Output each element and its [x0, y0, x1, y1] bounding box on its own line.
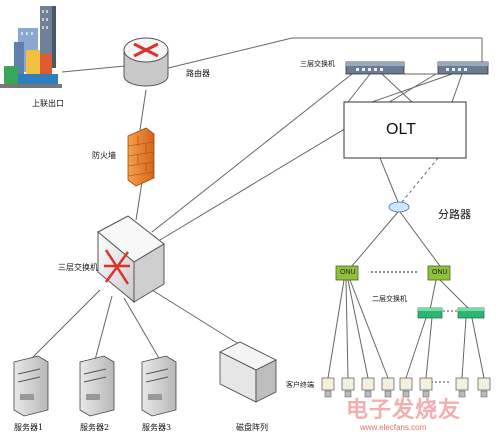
server1-label: 服务器1 — [14, 423, 44, 432]
firewall-icon — [127, 127, 155, 187]
olt-label: OLT — [386, 121, 416, 138]
link-router-firewall — [139, 89, 147, 131]
buildings-icon — [0, 6, 62, 88]
link-core-server1 — [29, 289, 101, 361]
l2-switch-left-icon — [417, 307, 443, 319]
firewall-label: 防火墙 — [92, 151, 116, 160]
server2-label: 服务器2 — [80, 423, 110, 432]
splitter-label: 分路器 — [438, 208, 471, 221]
computer-icon — [321, 377, 335, 391]
computer-icon — [361, 377, 375, 391]
l3-switch-label: 三层交换机 — [300, 60, 335, 68]
watermark-logo: 电子发烧友 — [346, 398, 462, 423]
uplink-label: 上联出口 — [32, 99, 64, 108]
computer-stands — [324, 390, 488, 398]
router-label: 路由器 — [186, 69, 210, 78]
computer-icon — [477, 377, 491, 391]
l2-switch-right-icon — [457, 307, 485, 319]
l3-switch-right-icon — [437, 61, 489, 75]
splitter-icon — [388, 201, 410, 213]
disk-array-label: 磁盘阵列 — [236, 423, 268, 432]
computer-icon — [381, 377, 395, 391]
core-switch-icon — [97, 215, 165, 304]
link-uplink-router — [61, 65, 126, 73]
computer-icon — [341, 377, 355, 391]
l2-switch-label: 二层交换机 — [372, 295, 407, 303]
server3-icon — [141, 355, 177, 417]
link-core-l3left — [151, 73, 353, 233]
watermark-url: www.elecfans.com — [360, 423, 427, 432]
onu-left-label: ONU — [340, 269, 356, 276]
router-icon — [123, 37, 169, 87]
link-firewall-core — [135, 181, 143, 221]
l3-switch-left-icon — [345, 61, 405, 75]
olt-box — [343, 101, 467, 159]
link-router-l3-top — [159, 37, 293, 71]
server1-icon — [13, 355, 49, 417]
onu-left-box — [335, 265, 359, 281]
computer-icon — [455, 377, 469, 391]
computer-icon — [419, 377, 433, 391]
core-switch-label: 三层交换机 — [58, 263, 98, 272]
server2-icon — [79, 355, 115, 417]
onu-right-label: ONU — [432, 269, 448, 276]
onu-right-box — [427, 265, 451, 281]
client-terminals — [321, 377, 491, 391]
connection-lines — [29, 37, 485, 379]
computer-icon — [399, 377, 413, 391]
client-terminal-label: 客户终端 — [286, 381, 314, 389]
dot-separators — [371, 271, 457, 383]
disk-array-icon — [219, 341, 277, 403]
server3-label: 服务器3 — [142, 423, 172, 432]
